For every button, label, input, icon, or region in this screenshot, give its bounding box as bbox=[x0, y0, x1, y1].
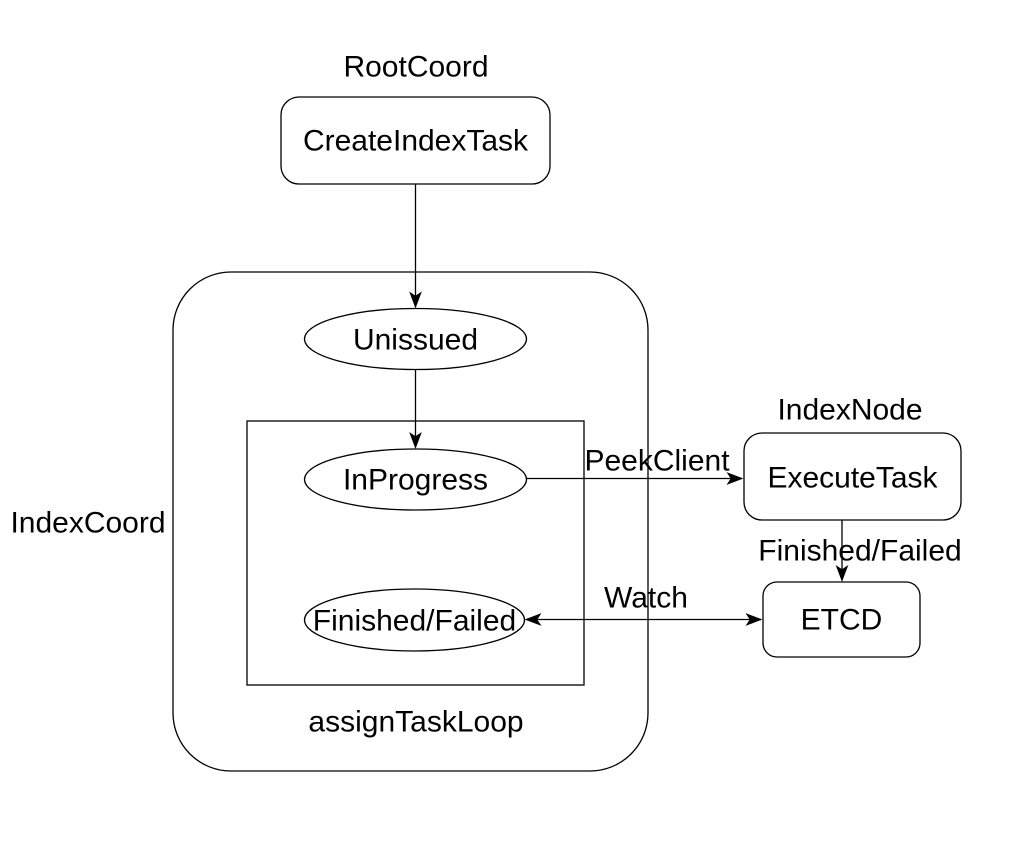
indexcoord-group-label: IndexCoord bbox=[10, 507, 165, 540]
finishedfailed-state bbox=[303, 588, 526, 652]
unissued-label: Unissued bbox=[353, 324, 478, 357]
rootcoord-group-label: RootCoord bbox=[343, 51, 488, 84]
create-index-task-node bbox=[280, 96, 551, 185]
execute-task-node bbox=[743, 432, 962, 521]
etcd-node bbox=[762, 581, 921, 658]
inprogress-label: InProgress bbox=[343, 464, 488, 497]
assigntaskloop-label: assignTaskLoop bbox=[308, 706, 523, 739]
create-index-task-label: CreateIndexTask bbox=[303, 125, 529, 158]
unissued-state bbox=[303, 307, 528, 371]
finishedfailed-edge-label: Finished/Failed bbox=[758, 535, 961, 568]
execute-task-label: ExecuteTask bbox=[767, 462, 938, 495]
etcd-label: ETCD bbox=[801, 604, 883, 637]
watch-edge-label: Watch bbox=[604, 582, 688, 615]
finishedfailed-label: Finished/Failed bbox=[313, 605, 516, 638]
peekclient-edge-label: PeekClient bbox=[584, 445, 730, 478]
inprogress-state bbox=[303, 448, 528, 511]
indexnode-group-label: IndexNode bbox=[777, 394, 922, 427]
